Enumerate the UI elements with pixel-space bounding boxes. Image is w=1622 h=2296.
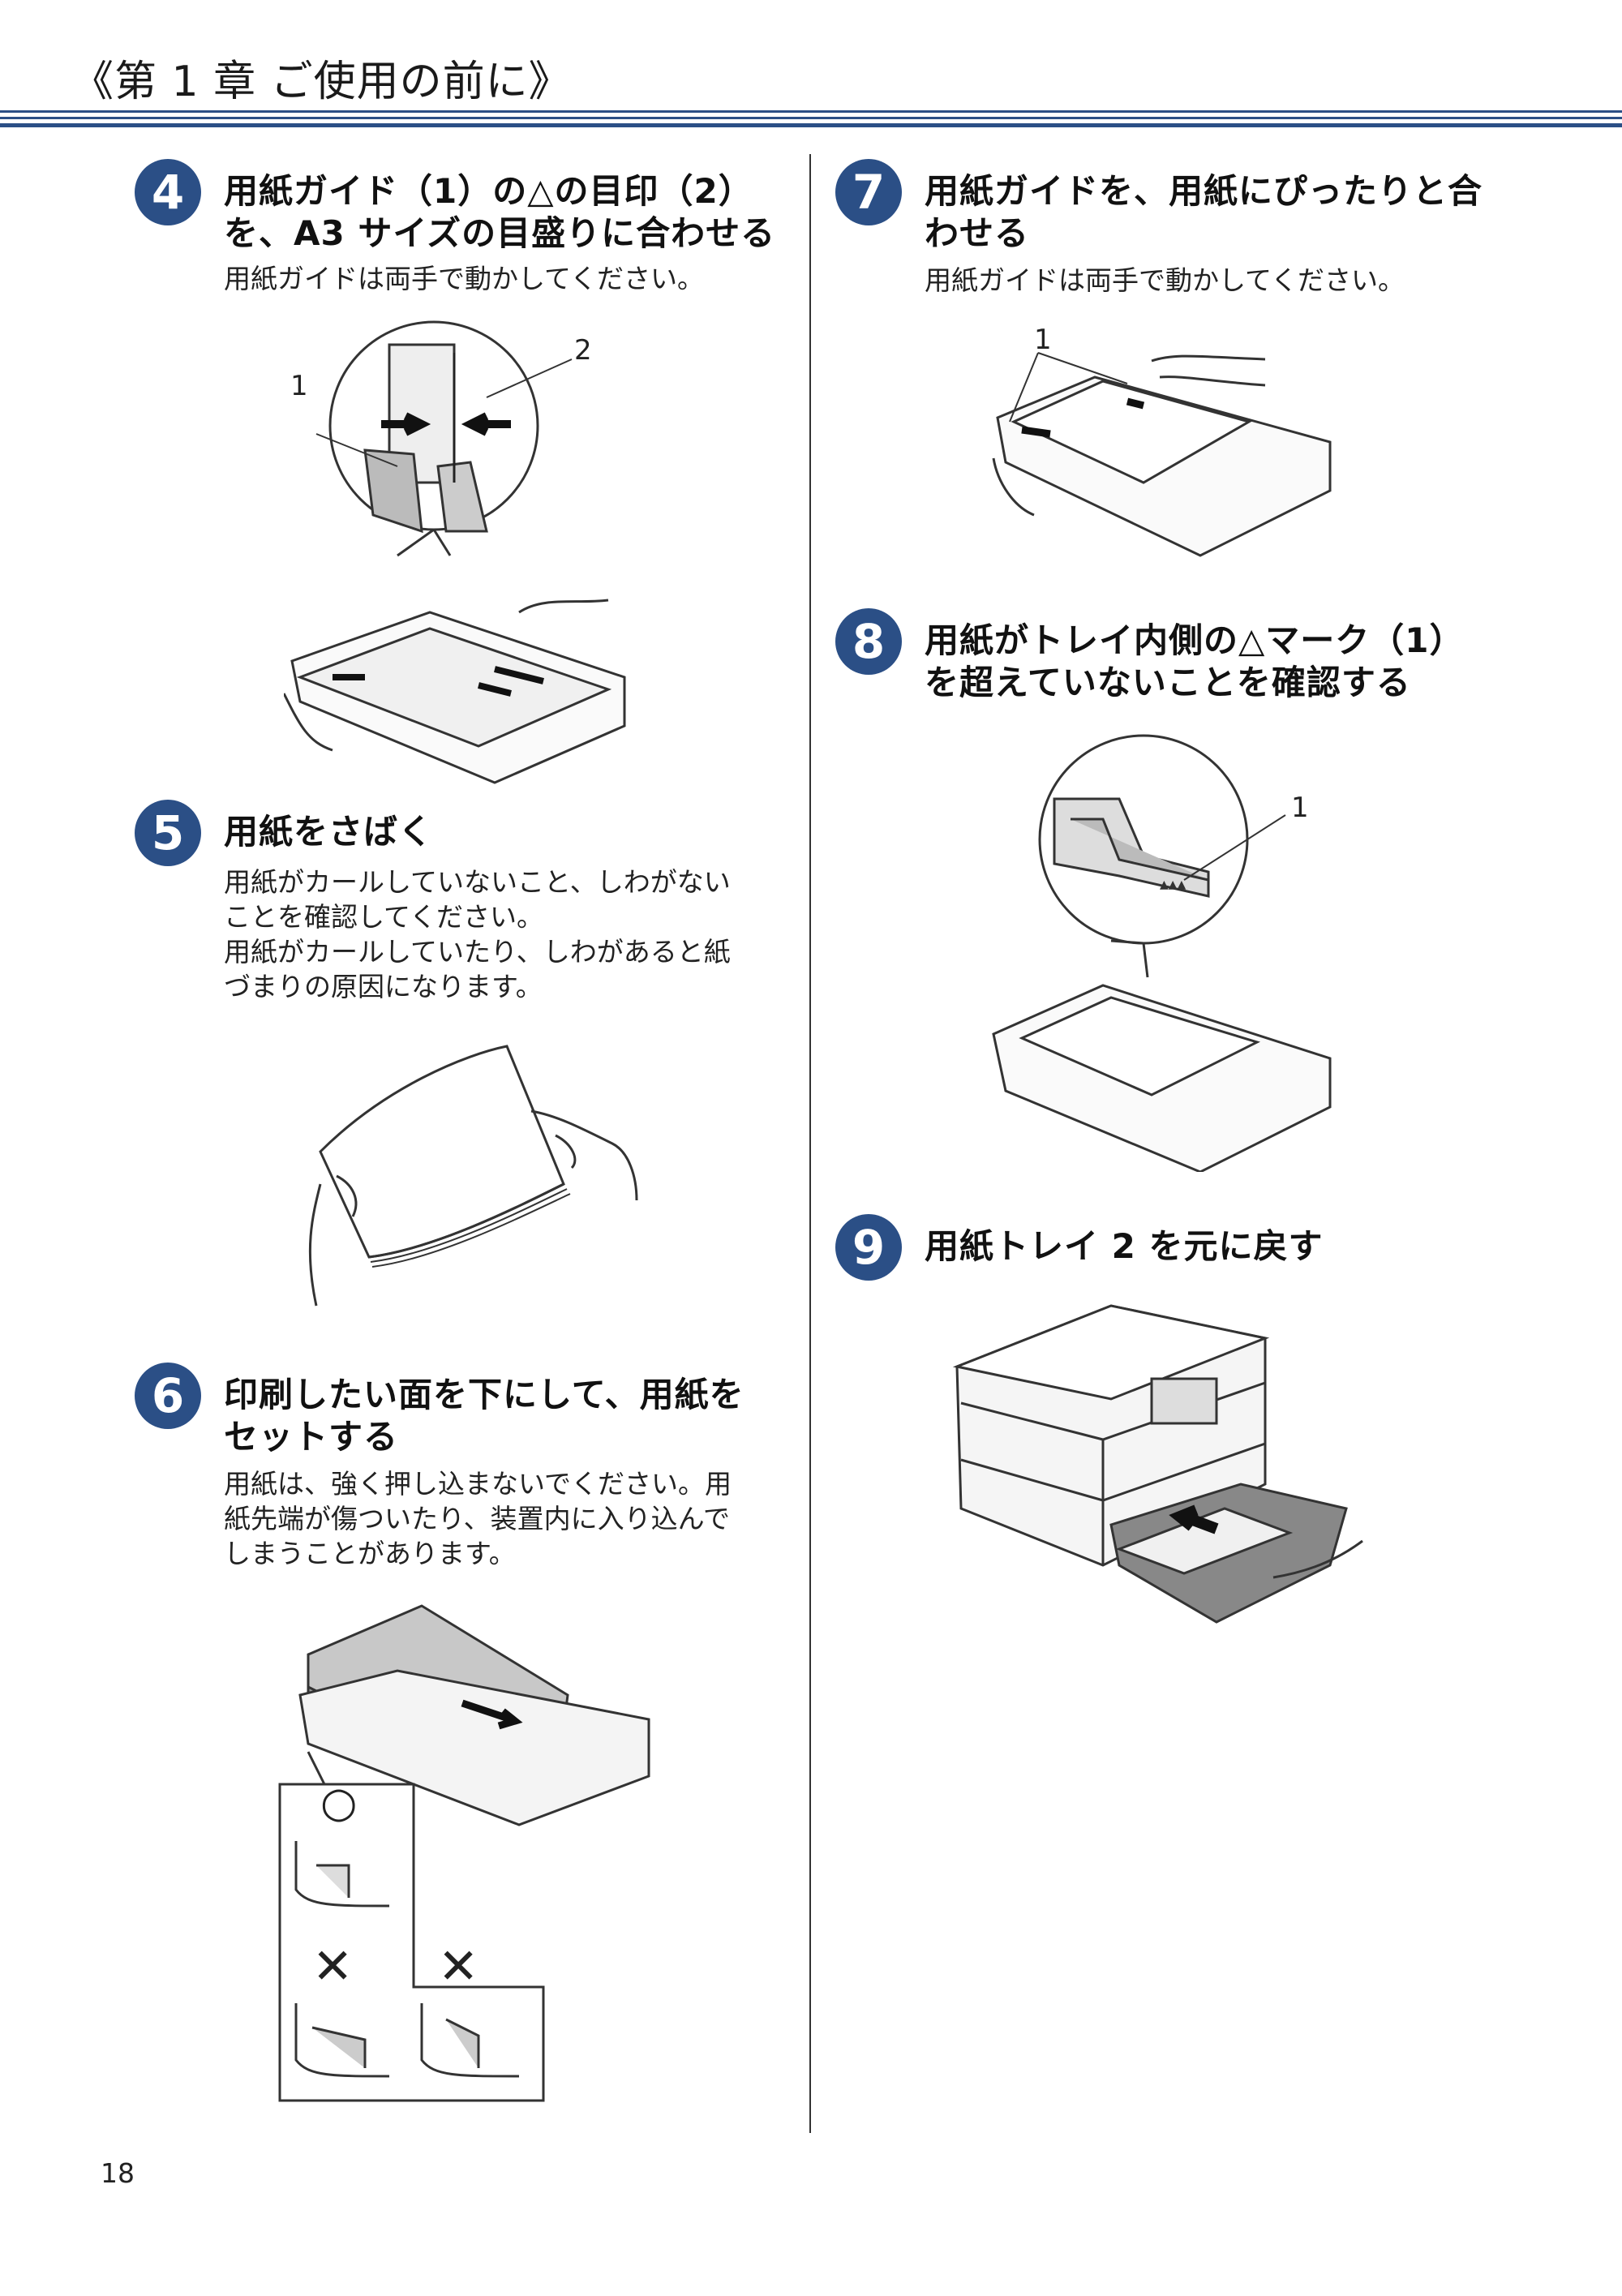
step-5-body: 用紙がカールしていないこと、しわがない ことを確認してください。 用紙がカールし… [224, 865, 731, 1004]
step-7-badge: 7 [835, 159, 902, 225]
step-5-body-line-1: 用紙がカールしていないこと、しわがない [224, 866, 731, 898]
step-7-heading-line-1: 用紙ガイドを、用紙にぴったりと合 [925, 171, 1483, 211]
step-6-body-line-1: 用紙は、強く押し込まないでください。用 [224, 1468, 732, 1500]
step-7-body: 用紙ガイドは両手で動かしてください。 [925, 263, 1405, 298]
step-5-badge: 5 [135, 800, 201, 866]
step-9-figure [949, 1298, 1371, 1638]
step-6-heading-line-1: 印刷したい面を下にして、用紙を [224, 1375, 744, 1414]
step-5-figure [288, 1038, 645, 1330]
step-6-body-line-3: しまうことがあります。 [224, 1538, 516, 1569]
step-8-heading-line-2: を超えていないことを確認する [925, 663, 1411, 702]
step-6-badge: 6 [135, 1363, 201, 1429]
step-4-heading-line-2: を、A3 サイズの目盛りに合わせる [224, 213, 776, 253]
step-6-heading-line-2: セットする [224, 1417, 399, 1457]
chapter-title: 《第 1 章 ご使用の前に》 [71, 58, 572, 106]
step-4-heading-line-1: 用紙ガイド（1）の△の目印（2） [224, 171, 753, 211]
fig4-callout-2: 2 [574, 334, 592, 367]
step-8-badge: 8 [835, 608, 902, 675]
step-7-figure: 1 [989, 320, 1346, 564]
fig6-ok-mark: ○ [320, 1779, 357, 1827]
step-9-heading-line-1: 用紙トレイ 2 を元に戻す [925, 1226, 1324, 1266]
step-9-badge: 9 [835, 1214, 902, 1281]
step-7-body-line-1: 用紙ガイドは両手で動かしてください。 [925, 264, 1405, 296]
step-5-heading-line-1: 用紙をさばく [224, 812, 434, 852]
step-7-heading: 用紙ガイドを、用紙にぴったりと合 わせる [925, 170, 1483, 255]
svg-text:▲▲▲: ▲▲▲ [1160, 878, 1186, 891]
step-6-heading: 印刷したい面を下にして、用紙を セットする [224, 1374, 744, 1458]
step-6-body: 用紙は、強く押し込まないでください。用 紙先端が傷ついたり、装置内に入り込んで … [224, 1466, 732, 1571]
step-5-body-line-3: 用紙がカールしていたり、しわがあると紙 [224, 936, 731, 968]
step-5-body-line-2: ことを確認してください。 [224, 901, 544, 933]
fig8-callout-1: 1 [1291, 792, 1309, 824]
step-8-heading: 用紙がトレイ内側の△マーク（1） を超えていないことを確認する [925, 620, 1465, 704]
step-9-heading: 用紙トレイ 2 を元に戻す [925, 1225, 1323, 1268]
header-rule [0, 110, 1622, 113]
step-4-heading: 用紙ガイド（1）の△の目印（2） を、A3 サイズの目盛りに合わせる [224, 170, 775, 255]
fig6-ng-mark-1: ✕ [312, 1938, 353, 1995]
step-4-body: 用紙ガイドは両手で動かしてください。 [224, 261, 704, 296]
fig6-ng-mark-2: ✕ [438, 1938, 478, 1995]
fig7-callout-1: 1 [1034, 324, 1052, 356]
step-6-figure: ○ ✕ ✕ [276, 1598, 665, 2117]
step-4-body-line-1: 用紙ガイドは両手で動かしてください。 [224, 263, 705, 294]
step-5-body-line-4: づまりの原因になります。 [224, 971, 543, 1002]
header-rule [0, 123, 1622, 127]
page-number: 18 [101, 2157, 135, 2189]
header-rule [0, 117, 1622, 119]
column-divider [809, 154, 811, 2133]
step-6-body-line-2: 紙先端が傷ついたり、装置内に入り込んで [224, 1503, 731, 1534]
step-5-heading: 用紙をさばく [224, 811, 433, 853]
step-8-figure: ▲▲▲ 1 [989, 734, 1346, 1172]
step-4-figure: 1 2 [284, 320, 641, 791]
step-7-heading-line-2: わせる [925, 213, 1030, 253]
fig4-callout-1: 1 [290, 370, 308, 402]
step-8-heading-line-1: 用紙がトレイ内側の△マーク（1） [925, 620, 1465, 660]
step-4-badge: 4 [135, 159, 201, 225]
